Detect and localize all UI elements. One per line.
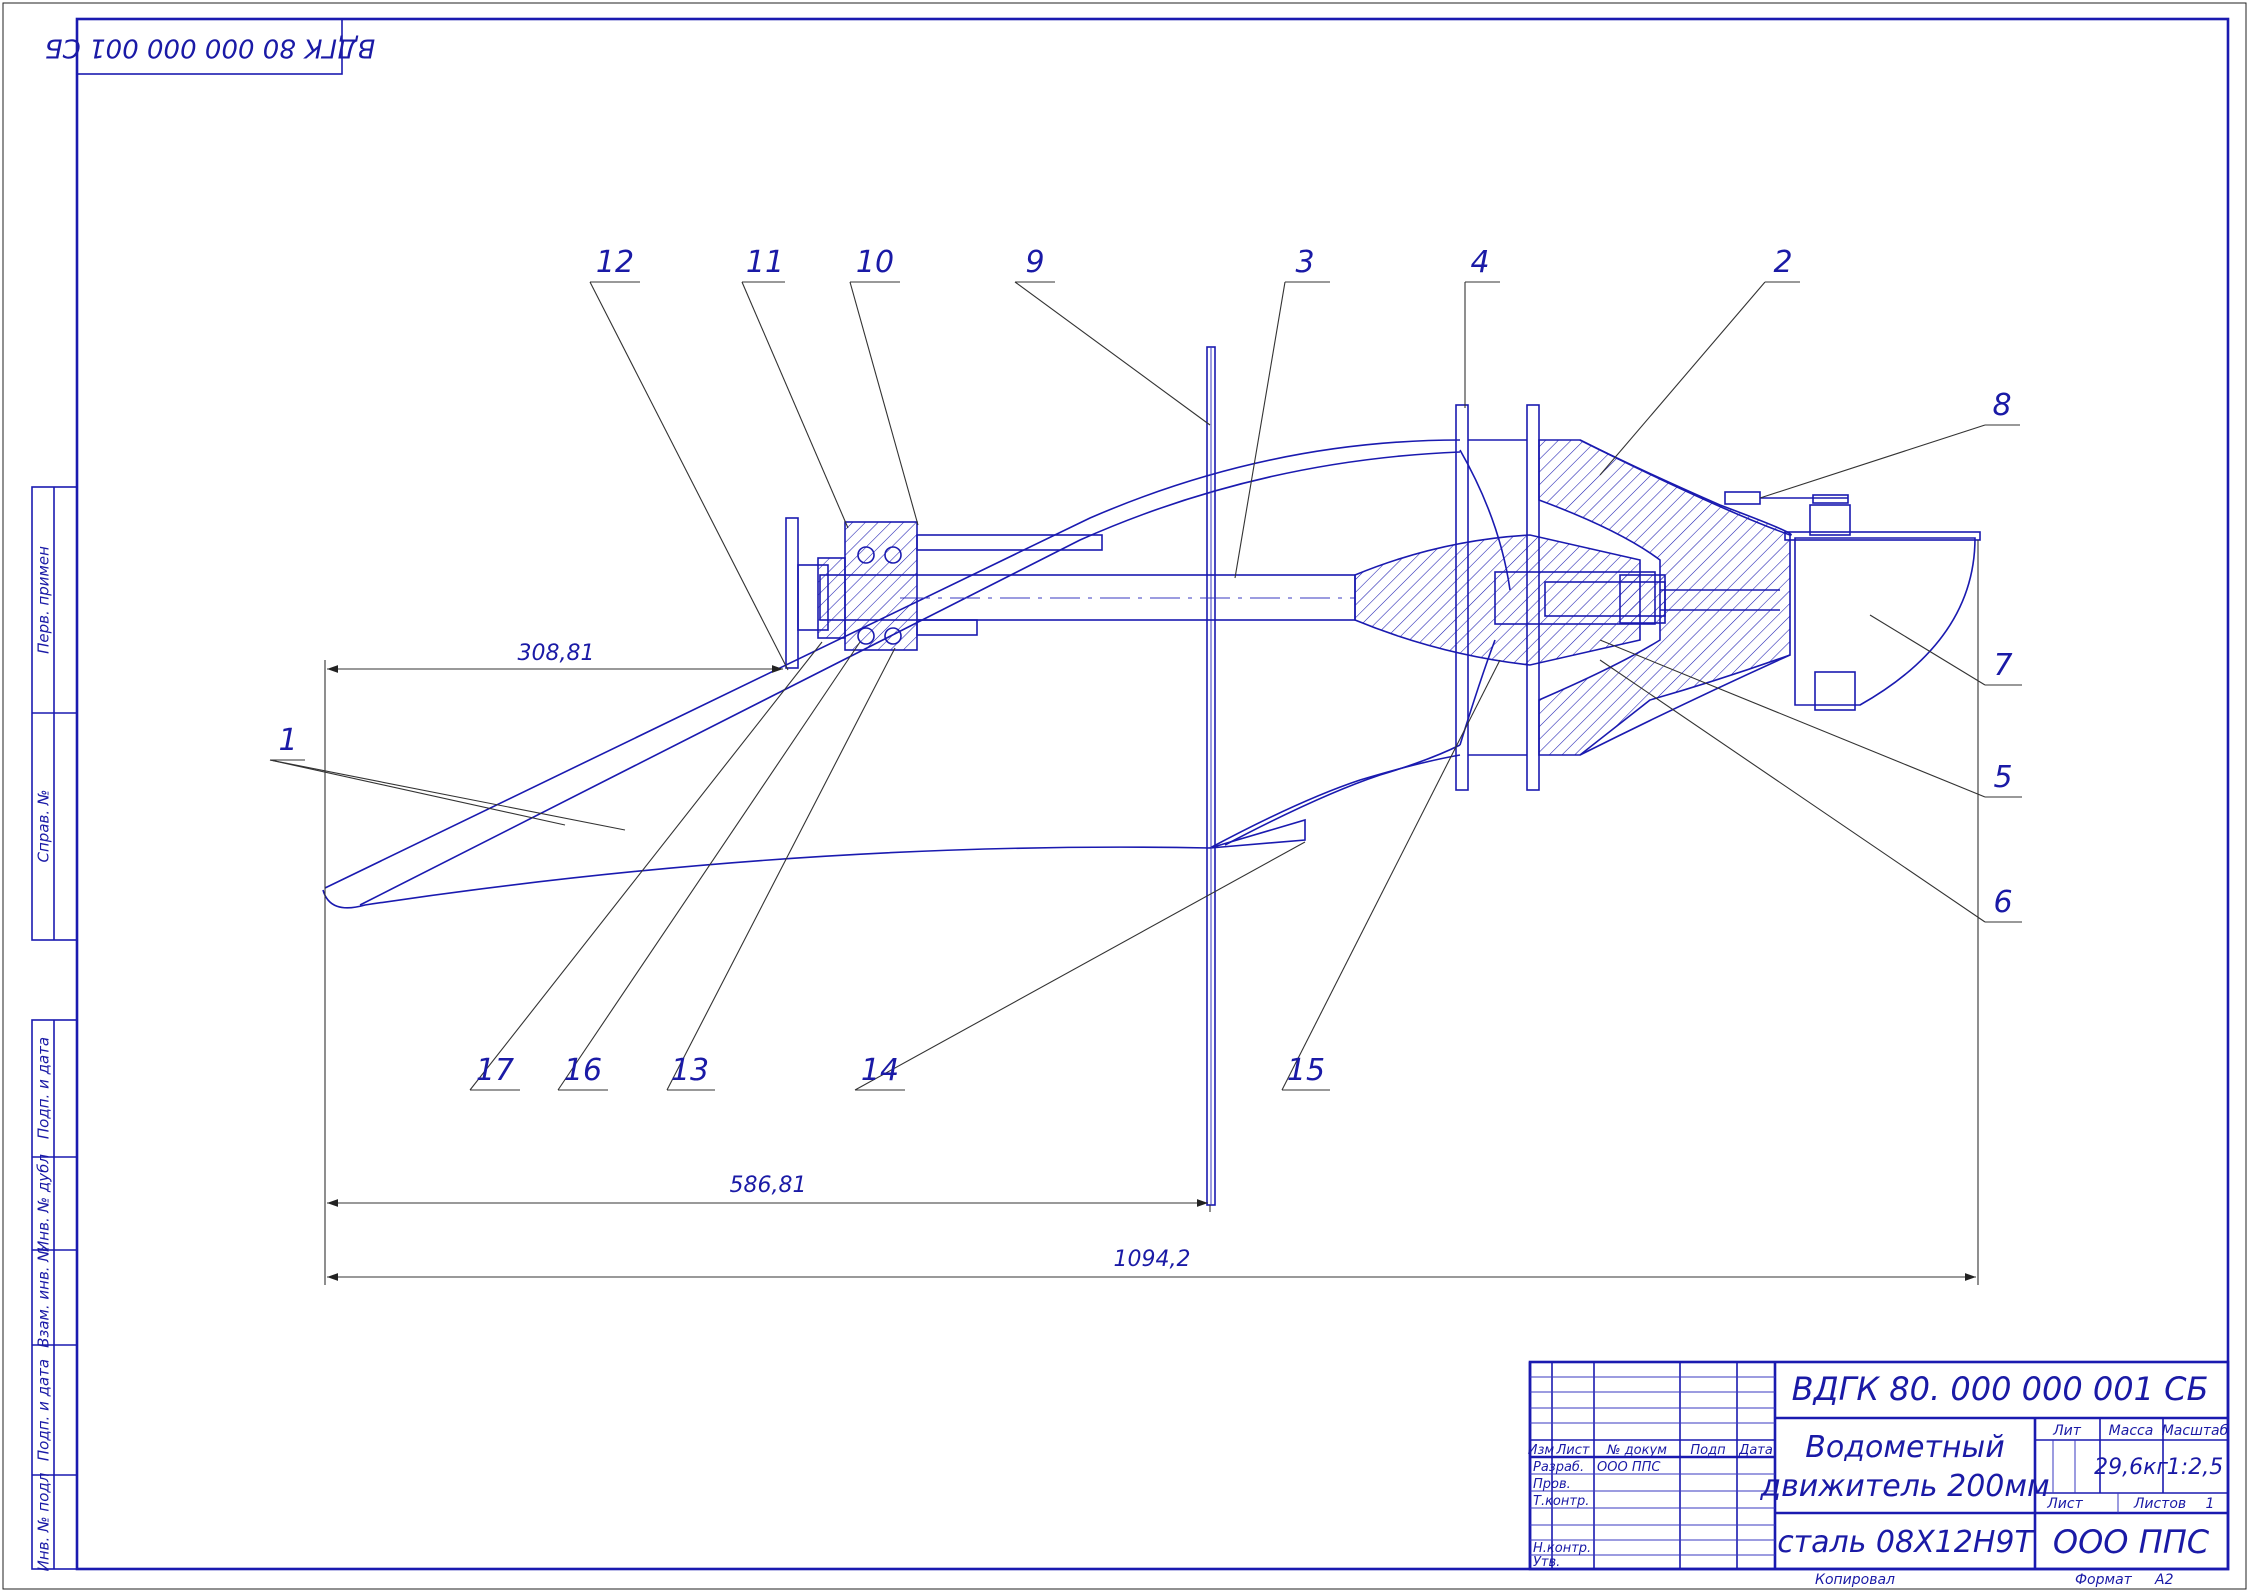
tb-hdr-date: Дата: [1738, 1443, 1773, 1458]
tb-name-line1: Водометный: [1805, 1430, 2004, 1465]
title-block: ВДГК 80. 000 000 001 СБ Водометный движи…: [1528, 1360, 2230, 1588]
callout-7: 7: [1993, 648, 2012, 683]
callout-8: 8: [1992, 388, 2011, 423]
callout-6: 6: [1993, 885, 2012, 920]
bearing-tube: [916, 534, 1103, 551]
bearing-tube-lower: [916, 619, 978, 636]
bearing-ball-3: [857, 627, 875, 645]
doc-code-box: [76, 18, 343, 75]
tb-row-razrab-name: ООО ППС: [1597, 1460, 1661, 1475]
impeller-hub: [1354, 534, 1641, 666]
tb-row-utv: Утв.: [1533, 1555, 1560, 1570]
side-label-3: Инв. № дубл: [35, 1154, 53, 1252]
bucket-mount: [1784, 531, 1981, 541]
tb-col-mass: Масса: [2109, 1423, 2154, 1439]
intake-lower-curve: [1209, 754, 1461, 849]
dim-2: 586,81: [730, 1173, 807, 1198]
lever: [1724, 491, 1761, 505]
doc-code-top: ВДГК 80 000 000 001 СБ: [45, 33, 375, 63]
intake-top-wall: [324, 439, 1461, 889]
side-label-1: Справ. №: [35, 790, 53, 863]
tb-material: сталь 08Х12Н9Т: [1777, 1525, 2035, 1560]
tb-hdr-list: Лист: [1556, 1443, 1590, 1458]
nozzle-outer-lower: [1579, 654, 1791, 756]
bearing-ball-2: [884, 546, 902, 564]
inner-frame: [75, 17, 2230, 1571]
tb-sheets-count: 1: [2206, 1496, 2215, 1512]
tb-org: ООО ППС: [2053, 1523, 2210, 1561]
side-label-6: Инв. № подл: [35, 1472, 53, 1571]
nozzle-outer: [1579, 439, 1791, 536]
callout-12: 12: [596, 245, 634, 280]
tb-copied: Копировал: [1815, 1572, 1895, 1588]
callout-4: 4: [1470, 245, 1489, 280]
callout-16: 16: [564, 1053, 602, 1088]
callouts: 12 11 10 9 3 4 2 8 7 5 6 1 17: [269, 245, 2022, 1091]
dimensions: 308,81 586,81 1094,2: [324, 540, 1979, 1285]
tb-sheets: Листов: [2133, 1496, 2186, 1512]
tb-row-tkontr: Т.контр.: [1533, 1494, 1589, 1509]
bucket-lug: [1814, 671, 1856, 711]
callout-3: 3: [1295, 245, 1314, 280]
dim-1: 308,81: [518, 641, 595, 666]
steering-bucket: [1794, 537, 1976, 706]
callout-11: 11: [746, 245, 784, 280]
callout-9: 9: [1025, 245, 1044, 280]
tb-name-line2: движитель 200мм: [1759, 1469, 2049, 1504]
bucket-arm: [1809, 504, 1851, 536]
seal: [817, 557, 846, 639]
bearing-ball-4: [884, 627, 902, 645]
nozzle-body: [1538, 439, 1792, 756]
intake-top-wall-inner: [359, 451, 1461, 906]
tb-col-lit: Лит: [2052, 1423, 2082, 1439]
callout-2: 2: [1773, 245, 1792, 280]
intake-bottom-wall: [322, 818, 1306, 909]
side-label-0: Перв. примен: [35, 546, 53, 654]
hub-nut: [1619, 574, 1666, 624]
tb-hdr-podp: Подп: [1690, 1443, 1726, 1458]
callout-13: 13: [671, 1053, 709, 1088]
tb-hdr-izm: Изм: [1528, 1443, 1555, 1458]
tb-format: Формат: [2075, 1572, 2133, 1588]
tb-col-scale: Масштаб: [2162, 1423, 2229, 1439]
tb-code: ВДГК 80. 000 000 001 СБ: [1792, 1370, 2209, 1408]
tb-format-val: А2: [2154, 1572, 2174, 1588]
tb-row-razrab: Разраб.: [1533, 1460, 1584, 1475]
bearing-housing: [844, 521, 918, 651]
side-strip: Перв. примен Справ. № Подп. и дата Инв. …: [31, 486, 78, 1571]
tb-hdr-doc: № докум: [1606, 1443, 1667, 1458]
callout-5: 5: [1993, 760, 2012, 795]
intake-lower-curve-inner: [1224, 744, 1461, 846]
callout-10: 10: [856, 245, 894, 280]
callout-1: 1: [278, 723, 297, 758]
callout-17: 17: [476, 1053, 514, 1088]
tb-scale: 1:2,5: [2167, 1455, 2223, 1480]
tb-row-nkontr: Н.контр.: [1533, 1541, 1591, 1556]
assembly-drawing: [322, 346, 1981, 1206]
side-label-5: Подп. и дата: [35, 1359, 53, 1461]
callout-14: 14: [861, 1053, 899, 1088]
side-label-4: Взам. инв. №: [35, 1246, 53, 1348]
tb-row-prov: Пров.: [1533, 1477, 1571, 1492]
dim-3: 1094,2: [1114, 1247, 1191, 1272]
bearing-ball-1: [857, 546, 875, 564]
tb-sheet: Лист: [2046, 1496, 2083, 1512]
side-label-2: Подп. и дата: [35, 1037, 53, 1139]
flange-end: [785, 517, 799, 669]
tb-mass: 29,6кг: [2094, 1455, 2168, 1480]
callout-15: 15: [1287, 1053, 1325, 1088]
